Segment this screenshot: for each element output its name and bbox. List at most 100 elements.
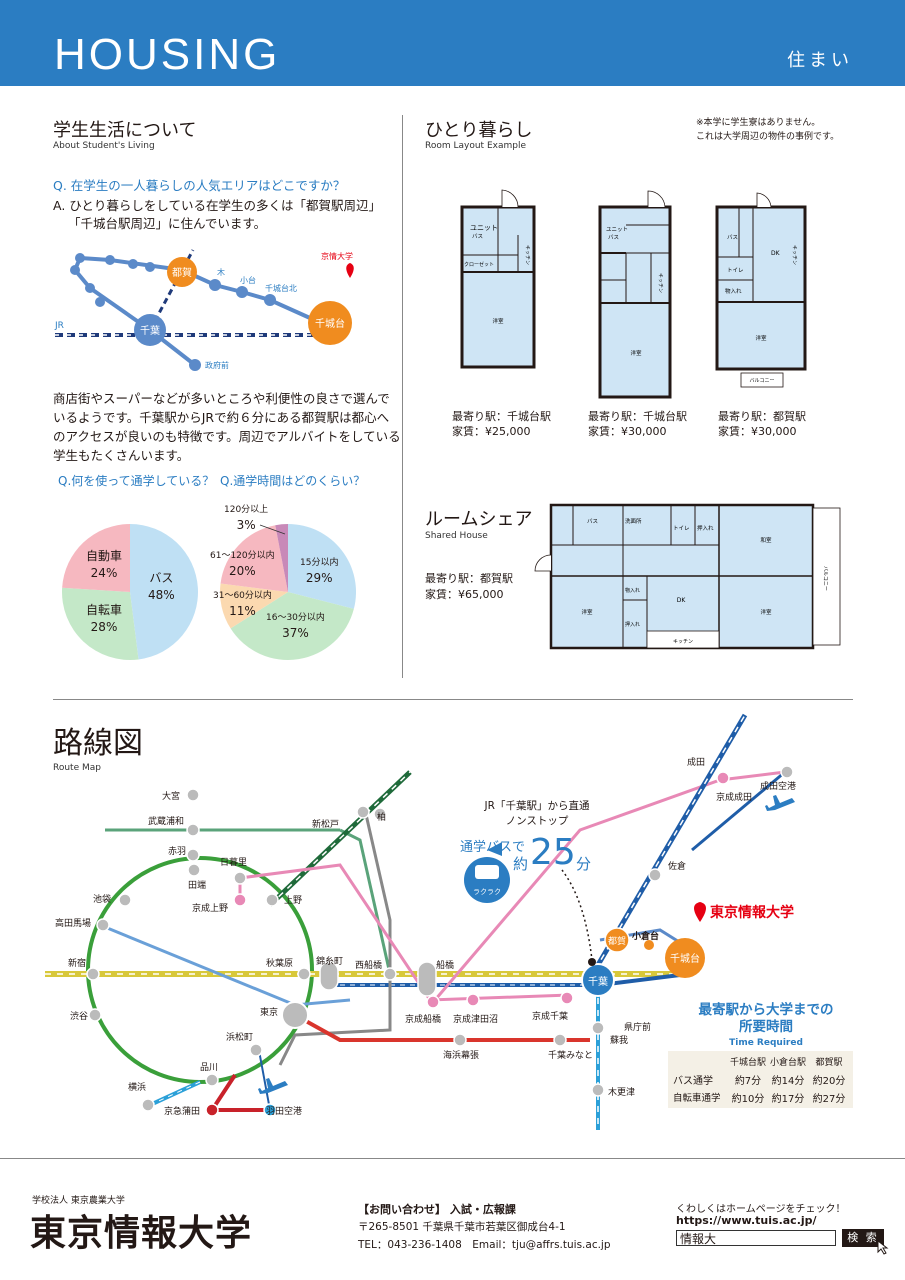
room-share-info: 最寄り駅：都賀駅家賃：¥65,000 [425, 571, 513, 603]
share-japanese: 和室 [760, 536, 772, 544]
route-station-tsuga [604, 927, 630, 953]
pie-slice-1 [230, 592, 354, 660]
section-title-route-map: 路線図 [53, 726, 143, 761]
st-shibuya: 渋谷 [70, 1010, 88, 1022]
pie-slice-1 [61, 587, 139, 660]
st-kashiwa: 柏 [377, 811, 386, 823]
st-keiseinarita: 京成成田 [716, 791, 752, 803]
dorm-note-line-1: ※本学に学生寮はありません。 [696, 118, 821, 128]
route-station-chishirodai [665, 938, 705, 978]
pie2-val-15: 29% [305, 571, 333, 585]
st-keiseifunabashi: 京成船橋 [405, 1013, 441, 1025]
footer-divider [0, 1158, 905, 1159]
table-row-bus-c2: 約14分 [771, 1076, 805, 1087]
st-ikebukuro: 池袋 [93, 893, 111, 905]
fp2-unit: ユニット [606, 226, 628, 233]
question-time: Q.通学時間はどのくらい？ [220, 474, 366, 488]
pie2-cat-120: 61〜120分以内 [210, 551, 275, 561]
room-1-info: 最寄り駅：千城台駅家賃：¥25,000 [452, 409, 551, 439]
dorm-note-line-2: これは大学周辺の物件の事例です。 [696, 132, 840, 142]
bus-unit: 分 [576, 855, 592, 873]
horizontal-divider [53, 699, 853, 700]
st-keiseitsudanuma: 京成津田沼 [453, 1013, 498, 1025]
room-1-rent: 家賃：¥25,000 [452, 425, 531, 438]
table-row-bike-c1: 約10分 [731, 1094, 765, 1105]
pie1-cat-bus: バス [149, 571, 174, 585]
pie1-val-bike: 28% [90, 620, 118, 634]
fp3-western: 洋室 [755, 334, 767, 342]
pie2-val-60: 11% [229, 604, 256, 618]
st-nishifunabashi: 西船橋 [355, 959, 382, 971]
st-soga: 蘇我 [610, 1034, 628, 1046]
map-label-chishirodai: 千城台 [315, 317, 345, 330]
table-row-bus-label: バス通学 [673, 1076, 713, 1087]
pie1-val-car: 24% [90, 566, 118, 580]
room-3-info: 最寄り駅：都賀駅家賃：¥30,000 [718, 409, 806, 439]
body-line-1: 商店街やスーパーなどが多いところや利便性の良さで選んで [53, 391, 390, 406]
fp3-kitchen: キッチン [791, 245, 797, 265]
st-naritaairport: 成田空港 [760, 780, 796, 792]
footer-contact-title: 【お問い合わせ】 入試・広報課 [358, 1203, 516, 1216]
map-label-kenchomae: 政府前 [205, 360, 229, 370]
floor-plan-3: バス DK キッチン トイレ 物入れ 洋室 バルコニー [715, 192, 807, 388]
map-station-chiba [134, 314, 166, 346]
st-akabane: 赤羽 [168, 846, 186, 857]
section-title-single-life: ひとり暮らし [425, 120, 533, 141]
search-input[interactable]: 情報大 [676, 1230, 836, 1246]
map-station-chishirodai [308, 301, 352, 345]
share-oshiire-1: 押入れ [697, 524, 714, 532]
footer-url[interactable]: https://www.tuis.ac.jp/ [676, 1214, 817, 1227]
question-area: Q. 在学生の一人暮らしの人気エリアはどこですか？ [53, 178, 346, 193]
st-akihabara: 秋葉原 [266, 957, 293, 969]
st-shinjuku: 新宿 [68, 957, 86, 969]
bus-approx: 約 [513, 855, 529, 873]
body-line-3: のアクセスが良いのも特徴です。周辺でアルバイトをしている [53, 429, 401, 444]
pie2-val-30: 37% [282, 626, 309, 640]
table-header-ogura: 小倉台駅 [769, 1058, 806, 1068]
fp3-toilet: トイレ [727, 268, 744, 274]
st-nippori: 日暮里 [220, 856, 247, 868]
footer-check: くわしくはホームページをチェック！ [676, 1204, 846, 1215]
vertical-divider [402, 115, 403, 678]
share-dk: DK [677, 597, 687, 604]
share-western-2: 洋室 [760, 608, 772, 616]
time-title-line-2: 所要時間 [739, 1019, 793, 1035]
fp1-kitchen: キッチン [524, 245, 530, 265]
share-bath: バス [587, 518, 598, 525]
st-ogura: 小倉台 [631, 930, 659, 942]
fp1-western: 洋室 [492, 317, 504, 325]
pie2-cat-30: 16〜30分以内 [266, 613, 325, 623]
pie-slice-3 [220, 525, 288, 592]
map-label-university: 京情大学 [321, 251, 353, 261]
pie2-val-over120: 3% [236, 518, 256, 532]
st-omiya: 大宮 [162, 790, 180, 802]
pie2-label-30: 16〜30分以内 37% [266, 611, 325, 643]
university-pin-icon [346, 263, 354, 278]
bus-icon [475, 865, 499, 879]
table-row-bus-c3: 約20分 [812, 1076, 846, 1087]
pie-slice-0 [288, 524, 356, 609]
narita-airplane-icon [765, 795, 795, 811]
share-monoire: 物入れ [625, 587, 640, 594]
yamanote-line [86, 856, 314, 1084]
map-label-jr: JR [54, 321, 64, 331]
footer-org: 学校法人 東京農業大学 [32, 1196, 125, 1206]
section-title-room-share: ルームシェア [425, 509, 533, 530]
st-shinmatsudo: 新松戸 [312, 818, 339, 830]
map-station-tsuga [167, 257, 197, 287]
fp3-balcony: バルコニー [750, 378, 775, 384]
pie-chart-transport [61, 524, 199, 660]
footer-address: 〒265-8501 千葉県千葉市若葉区御成台4-1 [358, 1221, 566, 1233]
time-table: 千城台駅 小倉台駅 都賀駅 バス通学 約7分 約14分 約20分 自転車通学 約… [668, 1051, 853, 1108]
search-button[interactable]: 検 索 [842, 1229, 884, 1247]
pie-slice-2 [62, 524, 130, 592]
page-title: HOUSING [54, 30, 281, 79]
page-header: HOUSING 住まい [0, 0, 905, 86]
route-label-chishirodai: 千城台 [670, 952, 700, 965]
route-station-chiba [581, 963, 615, 997]
time-title: 最寄駅から大学までの所要時間 [668, 1002, 864, 1036]
time-title-en: Time Required [729, 1038, 803, 1048]
